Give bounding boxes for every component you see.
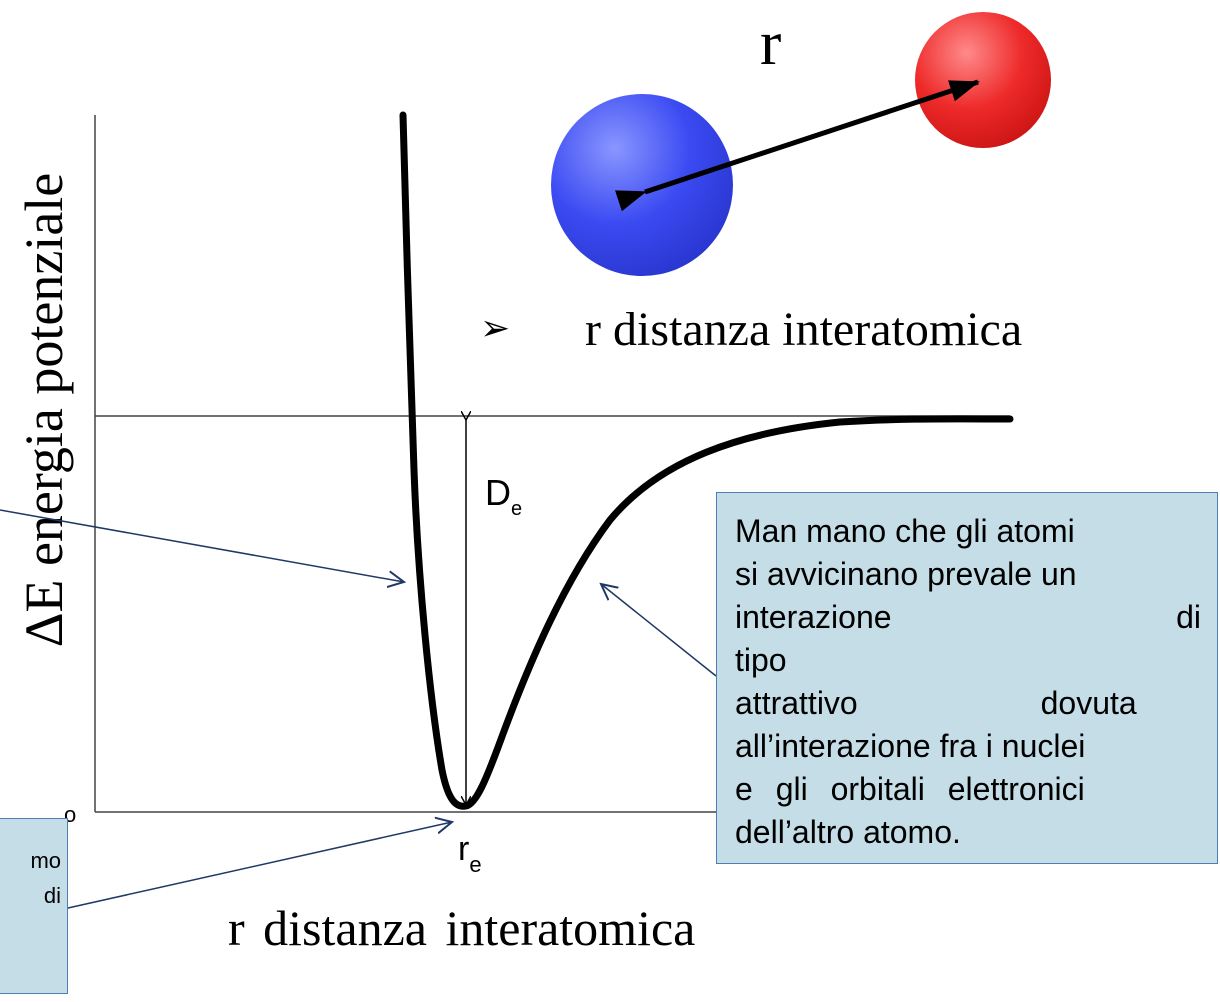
- bullet-text: r distanza interatomica: [585, 303, 1022, 356]
- callout-line: attrattivo dovuta: [735, 685, 1137, 721]
- pointer-repulsive-branch: [0, 509, 404, 582]
- x-axis-label: r distanza interatomica: [228, 900, 695, 956]
- red-atom: [915, 12, 1051, 148]
- potential-energy-curve: [399, 111, 1014, 810]
- callout-line: mo: [30, 848, 61, 873]
- re-label: re: [458, 830, 482, 877]
- blue-atom: [551, 94, 733, 276]
- callout-line: interazione di tipo: [735, 599, 1201, 678]
- callout-line: di: [43, 883, 61, 908]
- bullet-arrow-icon: ➢: [480, 307, 510, 348]
- pointer-attractive-branch: [601, 584, 717, 677]
- equilibrium-distance-callout: mo di: [0, 818, 68, 994]
- callout-line: si avvicinano prevale un: [735, 556, 1077, 592]
- callout-line: e gli orbitali elettronici: [735, 771, 1085, 807]
- callout-line: all’interazione fra i nuclei: [735, 728, 1086, 764]
- attractive-interaction-callout: Man mano che gli atomi si avvicinano pre…: [716, 492, 1218, 864]
- de-label: De: [485, 472, 522, 520]
- r-symbol: r: [760, 7, 781, 78]
- pointer-equilibrium-distance: [67, 822, 452, 909]
- interatomic-distance-arrow: [614, 79, 980, 212]
- de-subscript: e: [511, 498, 522, 520]
- re-subscript: e: [469, 852, 481, 877]
- callout-line: dell’altro atomo.: [735, 814, 961, 850]
- callout-line: Man mano che gli atomi: [735, 513, 1075, 549]
- y-axis-label: ΔE energia potenziale: [14, 173, 74, 648]
